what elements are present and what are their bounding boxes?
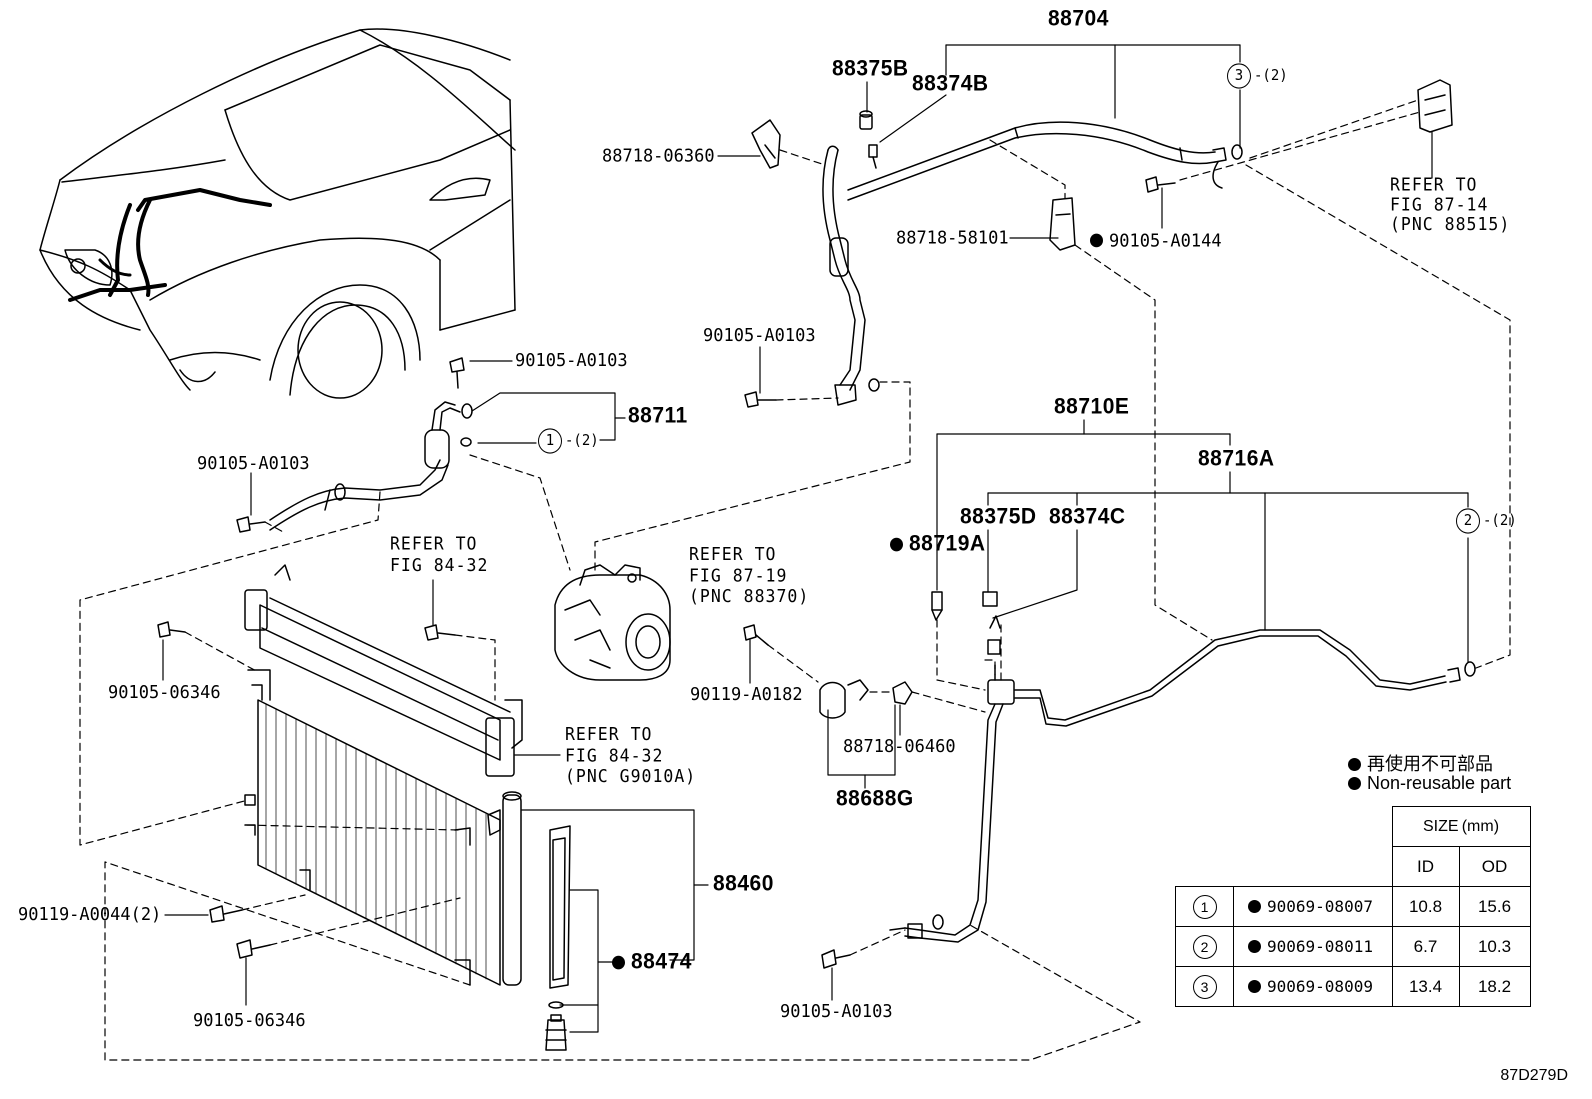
label-88718-58101: 88718-58101	[896, 227, 1009, 249]
size-od: 15.6	[1458, 886, 1531, 927]
label-88704: 88704	[1048, 6, 1109, 31]
callout-2: 2-(2)	[1456, 508, 1517, 534]
label-88710E: 88710E	[1054, 394, 1130, 419]
label-88375D: 88375D	[960, 504, 1037, 529]
label-90119-A0044: 90119-A0044(2)	[18, 904, 162, 926]
col-id-header: ID	[1391, 846, 1460, 887]
label-90105-A0144: 90105-A0144	[1090, 232, 1222, 250]
size-od: 10.3	[1458, 926, 1531, 967]
label-88374B: 88374B	[912, 71, 989, 96]
refer-line: FIG 84-32	[565, 745, 664, 766]
non-reusable-dot-icon	[1248, 940, 1261, 953]
oring-size-table: SIZE (mm) ID OD 1 90069-08007 10.8 15.6 …	[1175, 806, 1531, 1007]
part-code: 90069-08007	[1267, 897, 1373, 916]
callout-3: 3-(2)	[1227, 63, 1288, 89]
part-code: 90069-08009	[1267, 977, 1373, 996]
non-reusable-dot-icon	[1090, 233, 1103, 248]
refer-fig-87-19: REFER TO FIG 87-19 (PNC 88370)	[689, 545, 809, 608]
figure-id: 87D279D	[1500, 1067, 1568, 1084]
circled-number: 2	[1456, 508, 1480, 534]
refer-line: FIG 84-32	[390, 555, 489, 575]
refer-fig-84-32-top: REFER TO FIG 84-32	[390, 534, 488, 576]
label-90105-06346-top: 90105-06346	[108, 682, 221, 704]
refer-line: REFER TO	[689, 544, 777, 565]
hose-88711	[269, 401, 473, 531]
part-code: 90069-08011	[1267, 937, 1373, 956]
size-id: 10.8	[1391, 886, 1460, 927]
label-88719A: 88719A	[890, 532, 986, 554]
refer-line: FIG 87-14	[1390, 194, 1489, 215]
label-88375B: 88375B	[832, 56, 909, 81]
non-reusable-dot-icon	[1248, 900, 1261, 913]
circled-number: 1	[1192, 894, 1217, 919]
circled-number: 3	[1192, 974, 1217, 999]
label-88711: 88711	[628, 403, 688, 428]
label-90105-06346-bottom: 90105-06346	[193, 1010, 306, 1032]
label-88718-06460: 88718-06460	[843, 736, 956, 758]
table-header-row: SIZE (mm)	[1176, 806, 1531, 847]
car-illustration	[39, 28, 516, 399]
condenser-illustration	[244, 564, 571, 1051]
table-row: 3 90069-08009 13.4 18.2	[1175, 966, 1531, 1007]
non-reusable-dot-icon	[890, 537, 903, 552]
label-90105-A0103-left: 90105-A0103	[197, 453, 310, 475]
dashed-lines	[79, 99, 1511, 1061]
refer-fig-84-32-bottom: REFER TO FIG 84-32 (PNC G9010A)	[565, 725, 696, 788]
refer-line: (PNC 88515)	[1390, 214, 1511, 235]
bracket-parts	[751, 79, 1453, 719]
callout-qty: -(2)	[1254, 67, 1288, 85]
label-90105-A0103-car: 90105-A0103	[515, 350, 628, 372]
label-88460: 88460	[713, 871, 774, 896]
refer-line: REFER TO	[565, 724, 653, 745]
table-row: 1 90069-08007 10.8 15.6	[1175, 886, 1531, 927]
refer-line: (PNC 88370)	[689, 586, 810, 607]
non-reusable-dot-icon	[1348, 758, 1361, 771]
refer-line: (PNC G9010A)	[565, 766, 697, 787]
table-row: 2 90069-08011 6.7 10.3	[1175, 926, 1531, 967]
label-88718-06360: 88718-06360	[602, 145, 715, 167]
non-reusable-dot-icon	[612, 955, 625, 970]
label-88374C: 88374C	[1049, 504, 1126, 529]
size-id: 6.7	[1391, 926, 1460, 967]
refer-fig-87-14: REFER TO FIG 87-14 (PNC 88515)	[1390, 175, 1510, 235]
non-reusable-dot-icon	[1348, 777, 1361, 790]
label-88474: 88474	[612, 950, 692, 972]
col-od-header: OD	[1458, 846, 1531, 887]
legend-jp: 再使用不可部品	[1348, 750, 1493, 776]
callout-qty: -(2)	[1483, 512, 1517, 530]
non-reusable-dot-icon	[1248, 980, 1261, 993]
callout-1: 1-(2)	[538, 428, 599, 454]
refer-line: REFER TO	[390, 534, 478, 554]
callout-qty: -(2)	[565, 432, 599, 450]
circled-number: 3	[1227, 63, 1251, 89]
label-90105-A0103-top: 90105-A0103	[703, 325, 816, 347]
leader-lines	[162, 44, 1469, 1033]
refer-line: FIG 87-19	[689, 565, 788, 586]
refer-line: REFER TO	[1390, 174, 1478, 195]
size-od: 18.2	[1458, 966, 1531, 1007]
compressor-illustration	[554, 564, 671, 681]
bolt-icons	[157, 176, 1176, 969]
hose-88704	[822, 110, 1243, 406]
label-90105-A0103-bottom: 90105-A0103	[780, 1001, 893, 1023]
circled-number: 2	[1192, 934, 1217, 959]
label-88716A: 88716A	[1198, 446, 1275, 471]
pipe-88716A	[889, 591, 1476, 943]
size-header: SIZE (mm)	[1391, 806, 1531, 847]
label-90119-A0182: 90119-A0182	[690, 684, 803, 706]
table-subheader-row: ID OD	[1176, 846, 1531, 887]
label-88688G: 88688G	[836, 786, 914, 811]
circled-number: 1	[538, 428, 562, 454]
size-id: 13.4	[1391, 966, 1460, 1007]
legend-en: Non-reusable part	[1348, 773, 1511, 794]
